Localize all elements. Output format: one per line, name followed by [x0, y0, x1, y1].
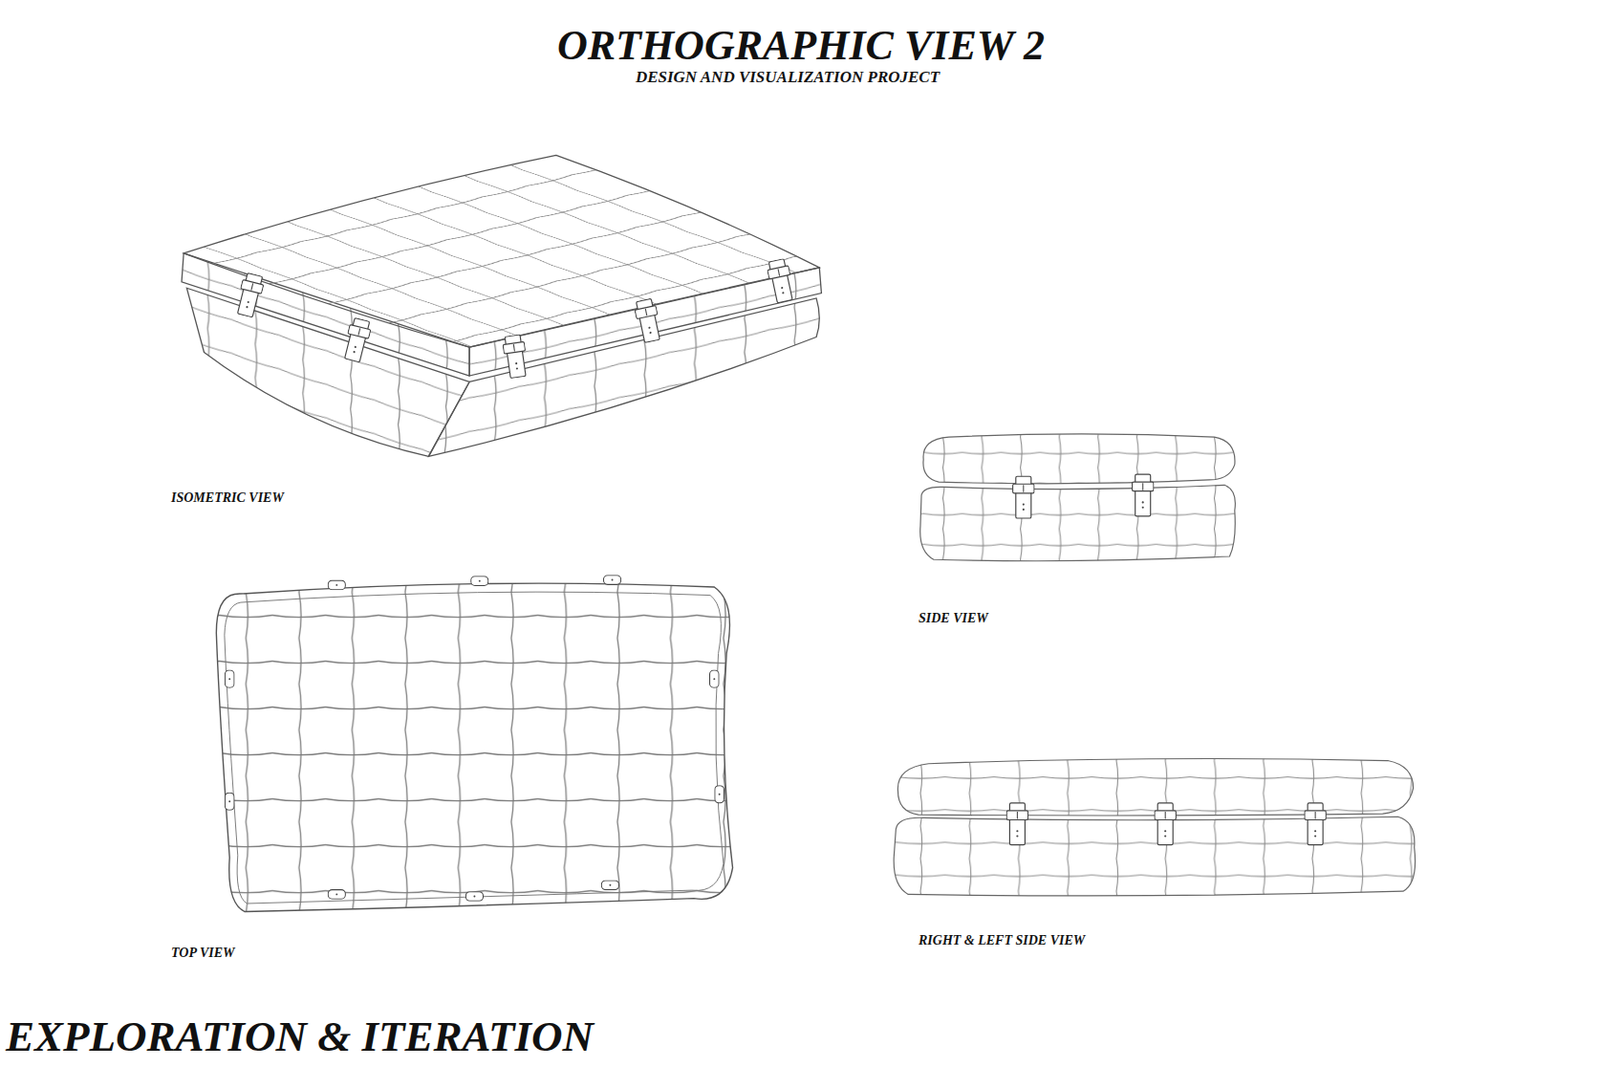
lid-outline — [923, 433, 1235, 484]
strap-tab — [224, 670, 235, 688]
page-title: ORTHOGRAPHIC VIEW 2 — [557, 22, 1045, 69]
lid-top-face — [183, 154, 820, 347]
lid-outline — [897, 757, 1413, 815]
strap-tab — [603, 575, 621, 585]
base-outline — [920, 484, 1236, 561]
buckle-symbol — [234, 272, 265, 319]
side-view-drawing — [920, 433, 1236, 562]
buckle-symbol — [501, 334, 529, 379]
base-outline — [893, 816, 1415, 896]
top-inner-edge — [224, 591, 724, 904]
buckle-symbol — [1154, 802, 1176, 845]
section-heading: EXPLORATION & ITERATION — [5, 1013, 594, 1061]
strap-tab — [714, 785, 725, 803]
subtitle: DESIGN AND VISUALIZATION PROJECT — [635, 68, 940, 87]
strap-tab — [471, 576, 489, 586]
isometric-drawing — [181, 154, 822, 456]
buckle-symbol — [632, 298, 663, 344]
strap-tab — [327, 580, 346, 590]
buckle-symbol — [341, 317, 372, 364]
top-view-drawing — [216, 575, 733, 912]
view-label: TOP VIEW — [171, 945, 236, 960]
buckle-symbol — [1006, 802, 1028, 845]
strap-tab — [465, 891, 483, 902]
view-label: ISOMETRIC VIEW — [171, 490, 284, 505]
strap-tab — [601, 880, 619, 890]
top-outline — [216, 583, 733, 911]
buckle-symbol — [1132, 474, 1154, 517]
strap-tab — [327, 889, 346, 900]
strap-tab — [710, 670, 720, 688]
buckle-symbol — [1304, 802, 1326, 845]
right-left-view-drawing — [893, 757, 1415, 895]
strap-tab — [224, 792, 235, 810]
buckle-symbol — [1013, 475, 1035, 519]
buckle-symbol — [765, 258, 796, 303]
view-label: SIDE VIEW — [918, 610, 989, 626]
view-label: RIGHT & LEFT SIDE VIEW — [918, 932, 1085, 948]
